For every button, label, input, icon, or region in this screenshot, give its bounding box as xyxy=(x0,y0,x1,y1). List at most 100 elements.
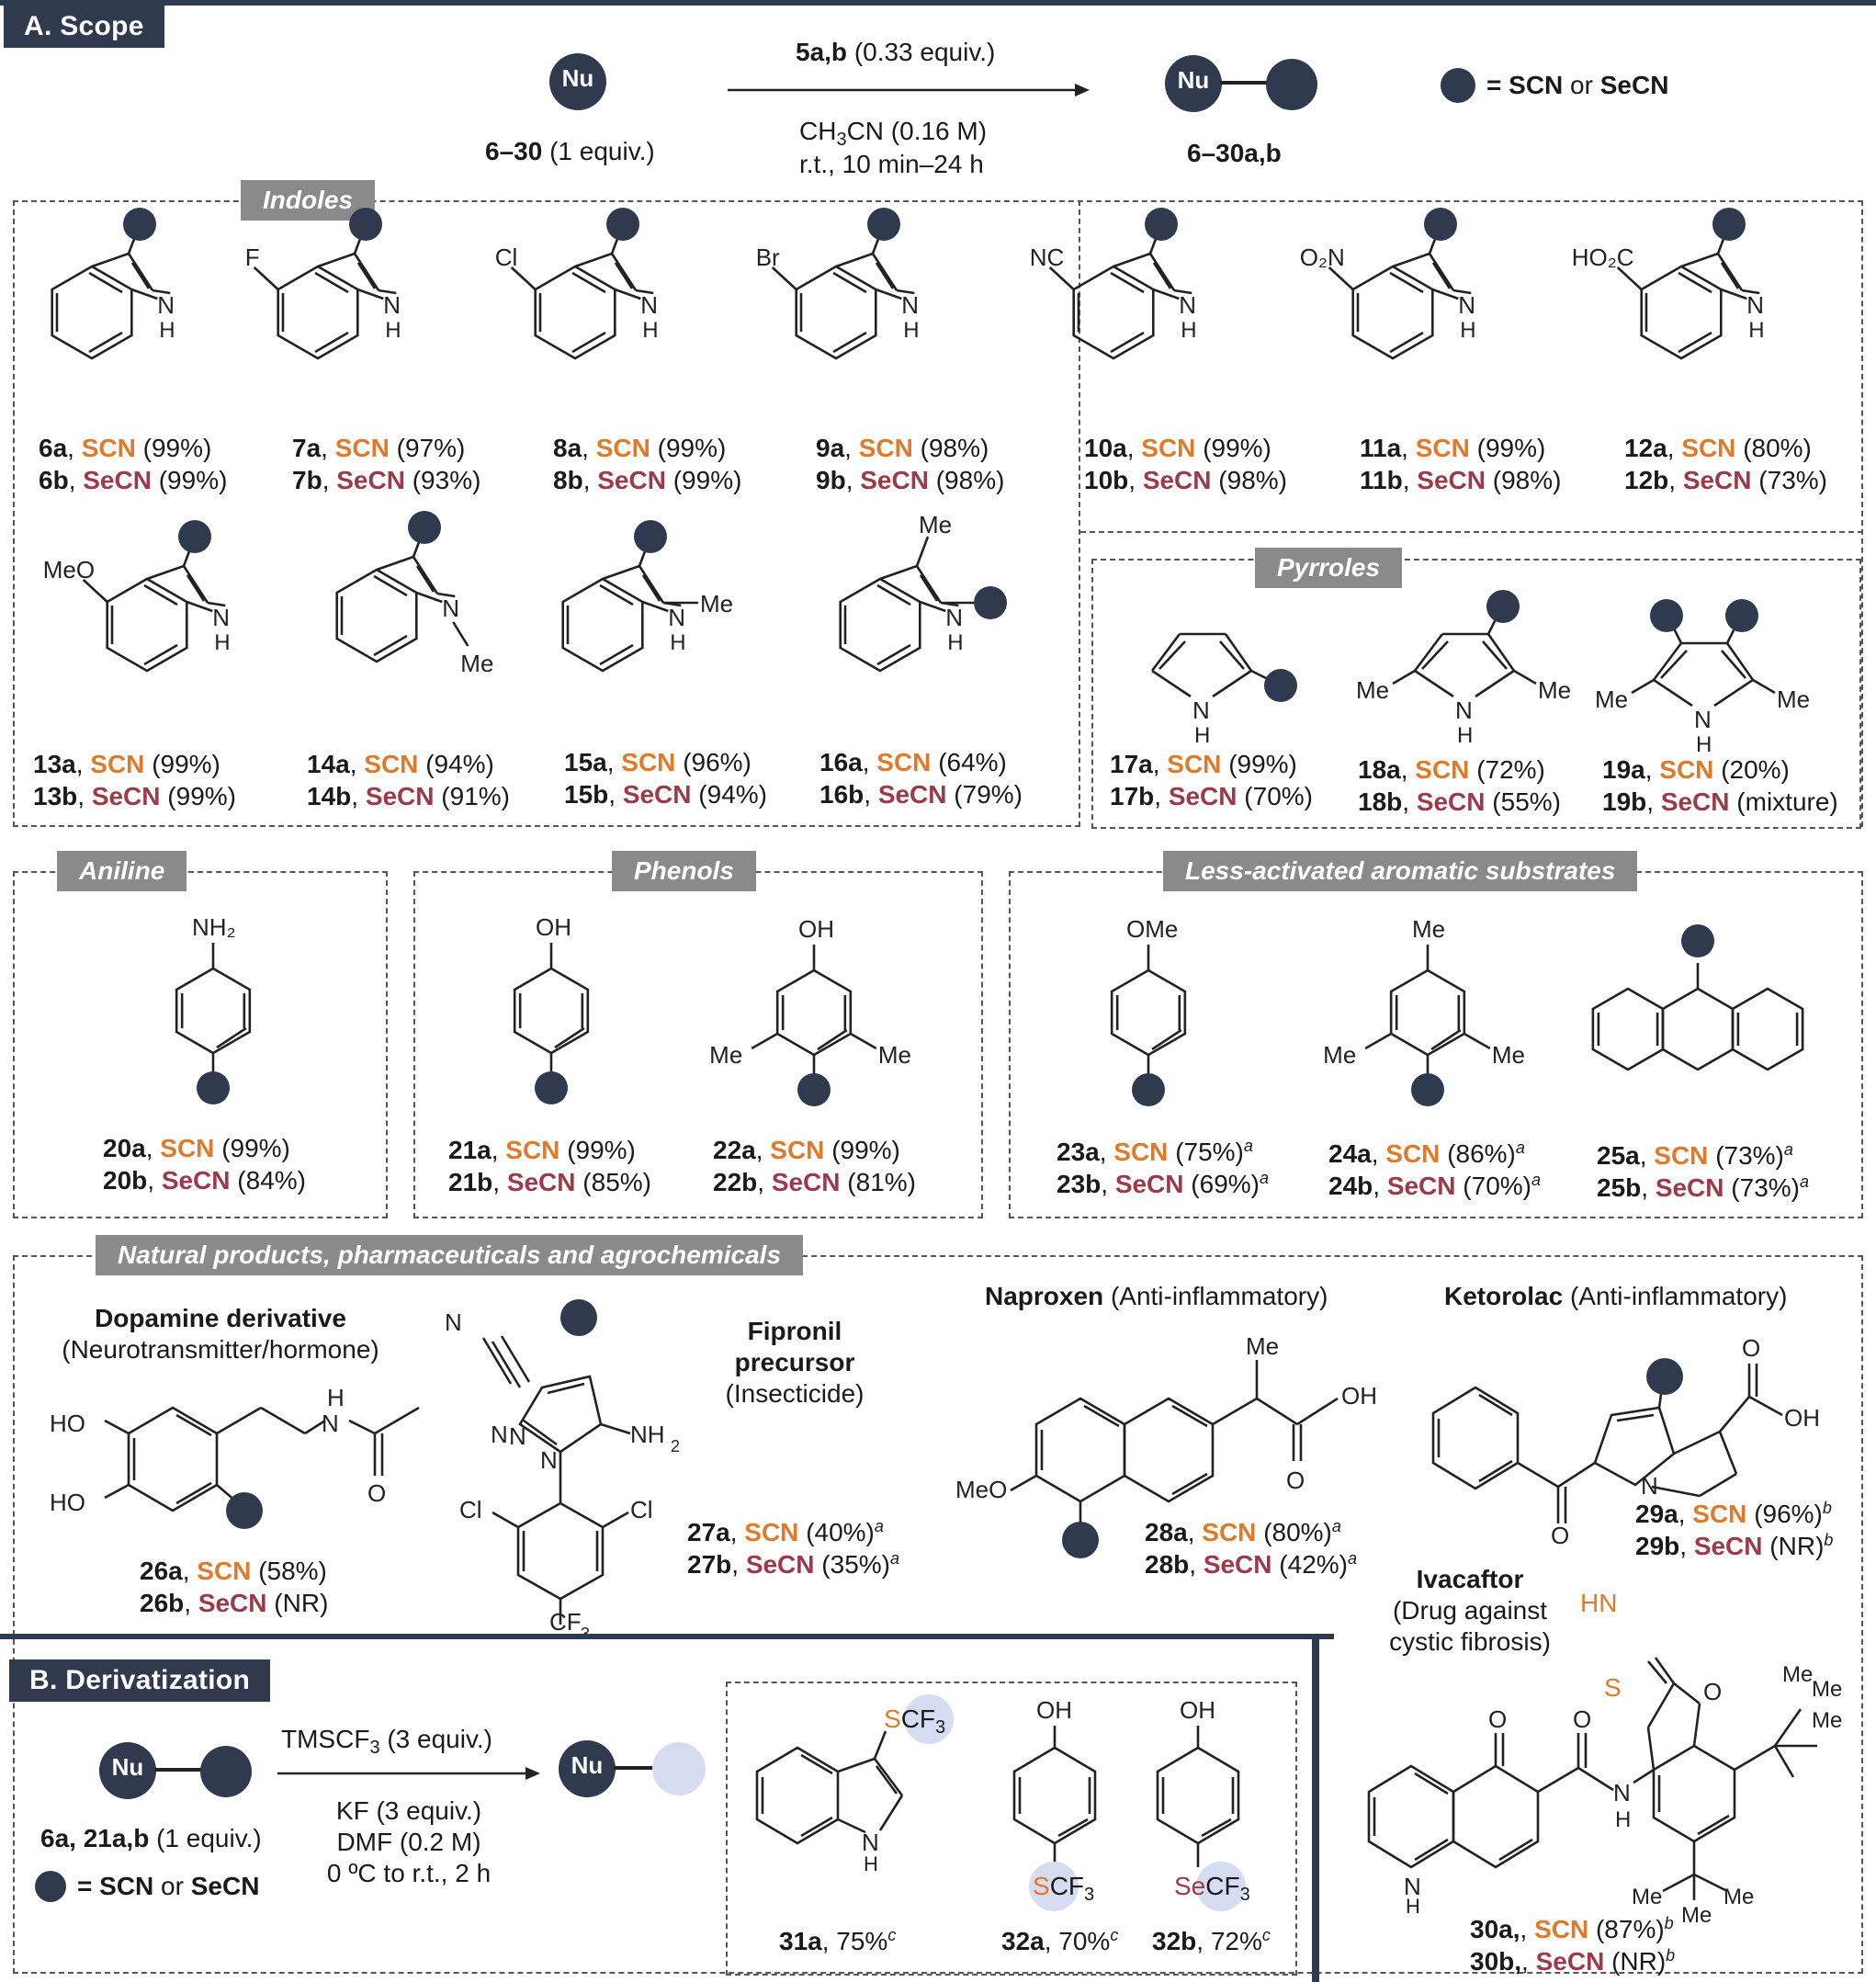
secf3-label: SeCF3 xyxy=(1174,1872,1250,1905)
svg-text:OH: OH xyxy=(536,913,571,941)
svg-text:H: H xyxy=(670,630,685,655)
compound-31a-label: 31a, 75%c xyxy=(779,1926,897,1955)
svg-text:O: O xyxy=(367,1479,386,1507)
scf3-ball xyxy=(1029,1862,1079,1911)
nu-ball xyxy=(1165,55,1222,112)
section-b-title: B. Derivatization xyxy=(9,1659,271,1702)
svg-text:H: H xyxy=(327,1384,345,1411)
natural-products-box xyxy=(13,1255,1863,1974)
scn-ball xyxy=(1266,59,1317,110)
naproxen-title: Naproxen (Anti-inflammatory) xyxy=(985,1282,1328,1310)
anthracene-25-structure xyxy=(1591,963,1804,1071)
anisole-23-structure: OMe xyxy=(1110,915,1187,1082)
scn-ball xyxy=(974,586,1007,619)
svg-text:HO₂C: HO₂C xyxy=(1572,244,1634,271)
svg-text:Me: Me xyxy=(1681,1903,1712,1928)
svg-text:H: H xyxy=(1696,732,1712,757)
top-rule xyxy=(0,0,1876,6)
svg-text:Me: Me xyxy=(1246,1332,1279,1360)
svg-text:N: N xyxy=(862,1829,879,1856)
nu-ball xyxy=(559,1740,616,1797)
scn-ball xyxy=(1411,1073,1444,1106)
svg-text:Me: Me xyxy=(1723,1885,1754,1909)
svg-text:OH: OH xyxy=(1784,1404,1820,1432)
scn-ball xyxy=(1132,1073,1165,1106)
svg-text:O₂N: O₂N xyxy=(1300,244,1345,271)
compound-22-yields: 22a, SCN (99%)22b, SeCN (81%) xyxy=(713,1136,916,1196)
svg-text:Me: Me xyxy=(1538,676,1571,704)
sulfur-label: S xyxy=(1604,1673,1622,1702)
svg-text:N: N xyxy=(383,291,401,319)
compound-32b-structure: OH xyxy=(1156,1696,1240,1867)
compound-17-yields: 17a, SCN (99%)17b, SeCN (70%) xyxy=(1110,750,1313,810)
svg-text:H: H xyxy=(1615,1807,1631,1832)
product-label: 6–30a,b xyxy=(1187,139,1282,167)
svg-text:Cl: Cl xyxy=(630,1496,653,1523)
svg-text:MeO: MeO xyxy=(955,1476,1007,1503)
svg-text:N: N xyxy=(445,1308,462,1336)
svg-text:N: N xyxy=(157,291,175,319)
svg-text:MeO: MeO xyxy=(43,556,95,583)
svg-text:Cl: Cl xyxy=(495,244,518,271)
indoles-divider xyxy=(1080,531,1863,533)
bond xyxy=(154,1768,206,1772)
svg-text:H: H xyxy=(1748,318,1764,343)
svg-text:N: N xyxy=(640,291,658,319)
svg-text:N: N xyxy=(901,291,919,319)
svg-text:H: H xyxy=(1406,1895,1420,1918)
legend-text-b: = SCN or SeCN xyxy=(77,1872,260,1900)
pyrrole-17-structure: NH xyxy=(1150,632,1278,748)
ivacaftor-title: Ivacaftor xyxy=(1416,1565,1524,1593)
compound-7-yields: 7a, SCN (97%)7b, SeCN (93%) xyxy=(292,434,481,494)
scn-ball xyxy=(123,208,156,241)
svg-text:H: H xyxy=(864,1852,878,1875)
svg-text:O: O xyxy=(1703,1678,1722,1705)
aniline-20-structure: NH₂ xyxy=(175,913,252,1081)
scn-ball xyxy=(226,1492,263,1529)
ivacaftor-subtitle-1: (Drug against xyxy=(1392,1596,1548,1625)
svg-text:N: N xyxy=(1404,1873,1421,1900)
compound-6-yields: 6a, SCN (99%)6b, SeCN (99%) xyxy=(39,434,228,494)
svg-text:H: H xyxy=(947,630,963,655)
nu-ball xyxy=(549,53,606,110)
svg-text:H: H xyxy=(1181,318,1196,343)
scn-ball xyxy=(178,520,211,553)
compound-15-yields: 15a, SCN (96%)15b, SeCN (94%) xyxy=(564,748,767,809)
svg-text:Me: Me xyxy=(1812,1677,1842,1702)
dopamine-title: Dopamine derivative xyxy=(95,1304,346,1332)
kf-label: KF (3 equiv.) xyxy=(335,1796,482,1825)
svg-text:N: N xyxy=(540,1446,558,1474)
svg-text:Me: Me xyxy=(1777,685,1810,713)
tag-indoles: Indoles xyxy=(241,180,376,221)
svg-text:Br: Br xyxy=(756,244,780,271)
svg-text:N: N xyxy=(322,1410,339,1437)
svg-text:N: N xyxy=(1694,706,1712,733)
svg-text:N: N xyxy=(1458,291,1475,319)
tag-phenols: Phenols xyxy=(612,851,756,891)
solvent-label: CH3CN (0.16 M) xyxy=(799,117,988,150)
svg-text:CF: CF xyxy=(549,1608,582,1636)
scn-ball xyxy=(634,520,667,553)
compound-8-yields: 8a, SCN (99%)8b, SeCN (99%) xyxy=(553,434,742,494)
ivacaftor-subtitle-2: cystic fibrosis) xyxy=(1389,1627,1551,1656)
compound-26-yields: 26a, SCN (58%)26b, SeCN (NR) xyxy=(140,1557,329,1617)
nu-label: Nu xyxy=(111,1753,144,1781)
svg-text:OH: OH xyxy=(798,915,834,943)
dopamine-subtitle: (Neurotransmitter/hormone) xyxy=(62,1335,379,1364)
scn-ball xyxy=(867,208,900,241)
svg-text:HO: HO xyxy=(50,1410,85,1437)
tag-pyrroles: Pyrroles xyxy=(1255,548,1403,588)
nu-ball xyxy=(99,1742,156,1799)
